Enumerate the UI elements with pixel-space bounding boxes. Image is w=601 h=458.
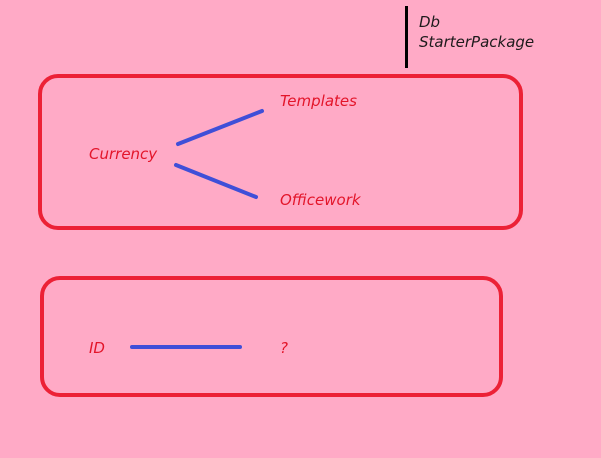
db-header-line-2: StarterPackage: [419, 33, 535, 51]
unknown-label: ?: [280, 339, 288, 357]
currency-label: Currency: [89, 145, 158, 163]
header-divider: [405, 6, 408, 68]
templates-label: Templates: [280, 92, 357, 110]
db-header: Db StarterPackage: [419, 12, 534, 52]
id-group-box: [40, 276, 503, 397]
currency-group-box: [38, 74, 523, 230]
db-header-line-1: Db: [419, 13, 441, 31]
id-label: ID: [89, 339, 105, 357]
officework-label: Officework: [280, 191, 361, 209]
